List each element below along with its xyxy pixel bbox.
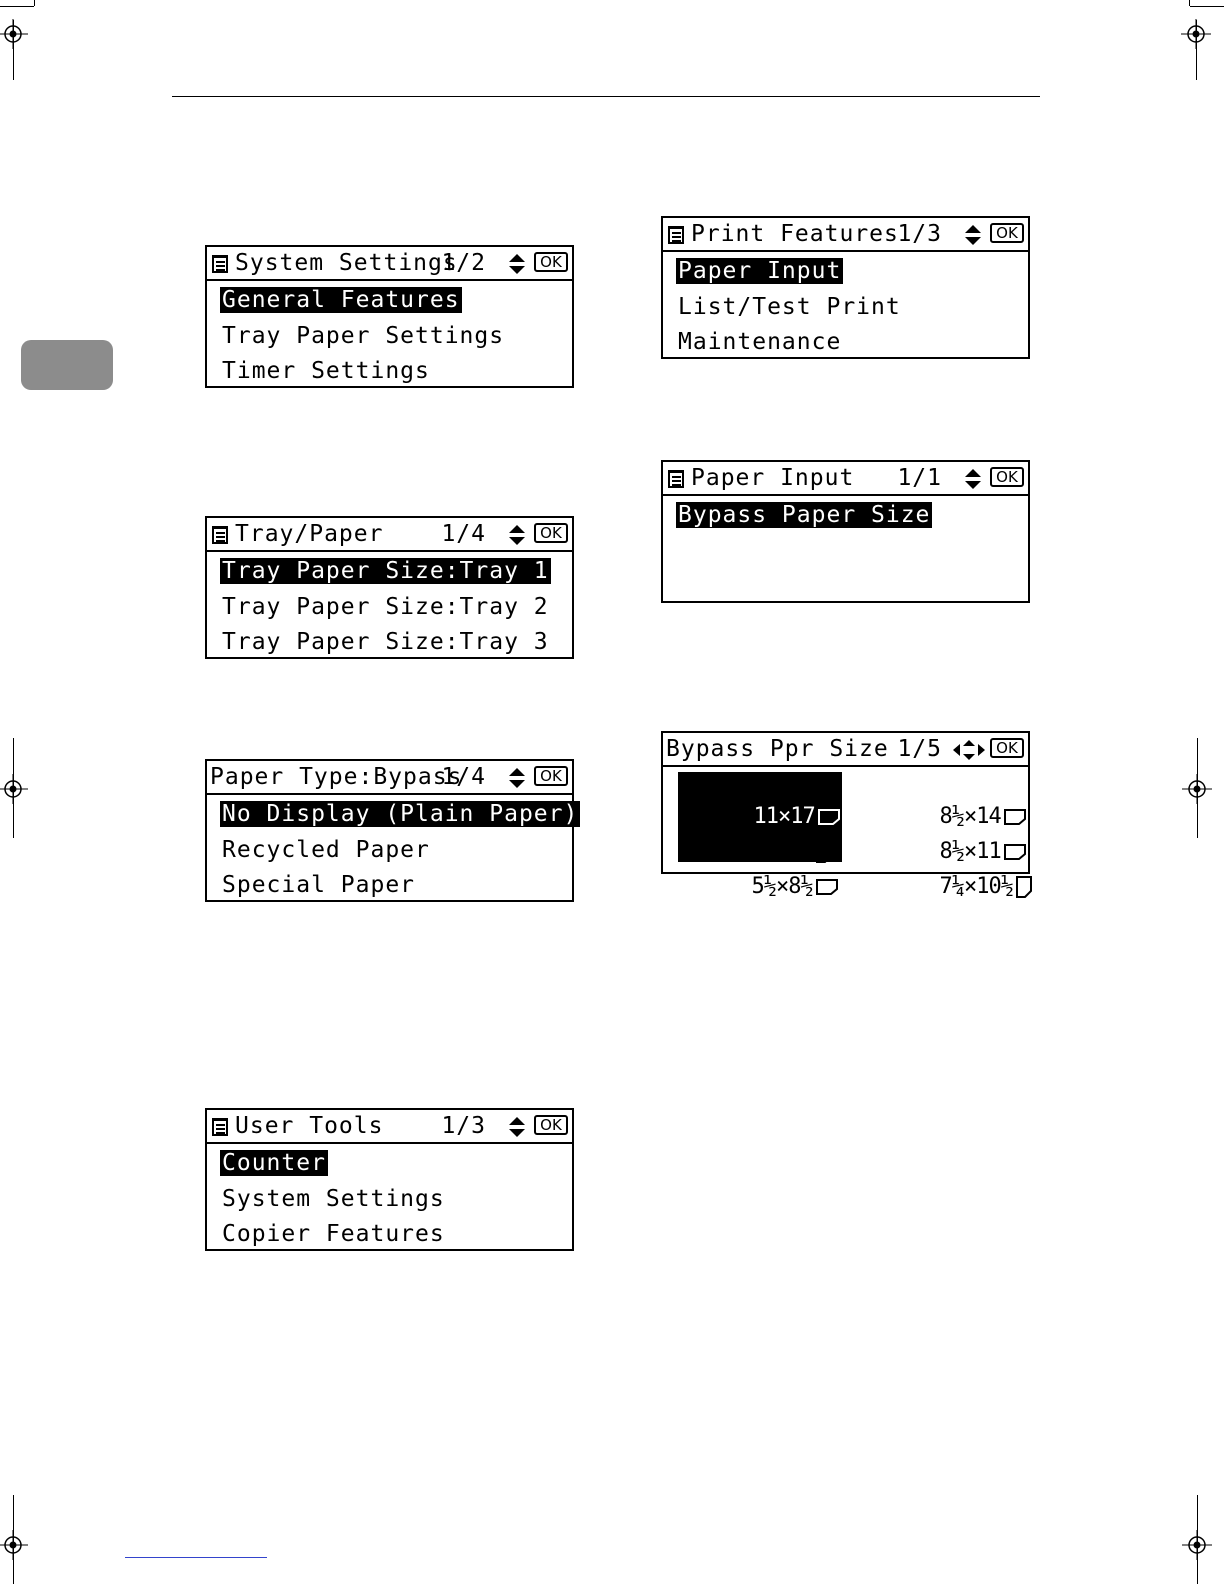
menu-item-tray-2[interactable]: Tray Paper Size:Tray 2 <box>222 593 549 620</box>
lcd-title: System Settings <box>235 250 458 276</box>
menu-item-paper-input[interactable]: Paper Input <box>676 258 844 284</box>
page-indicator: 1/4 <box>441 521 486 547</box>
lcd-paper-type: Paper Type:Bypass 1/4 OK No Display (Pla… <box>205 759 581 902</box>
lcd-bypass-paper-size: Bypass Ppr Size 1/5 OK 11×17 8½×14 8½×11… <box>661 731 1032 899</box>
menu-document-icon <box>212 526 228 544</box>
lcd-title: Bypass Ppr Size <box>666 736 889 762</box>
menu-document-icon <box>212 1118 228 1136</box>
crop-mark <box>1190 6 1224 7</box>
size-option-8.5x11-landscape[interactable]: 8½×11 <box>866 807 1026 897</box>
menu-item-tray-paper-settings[interactable]: Tray Paper Settings <box>222 322 505 349</box>
page-indicator: 1/3 <box>897 221 942 247</box>
header-rule <box>172 96 1040 97</box>
menu-document-icon <box>668 470 684 488</box>
lcd-title: User Tools <box>235 1113 384 1139</box>
size-option-7.25x10.5[interactable]: 7¼×10½ <box>866 842 1032 932</box>
ok-key-icon: OK <box>534 523 568 543</box>
crop-mark <box>13 20 14 80</box>
lcd-title-bar: Paper Input 1/1 OK <box>663 462 1028 496</box>
paper-size-grid: 11×17 8½×14 8½×11 8½×11 5½×8½ 7¼×10½ <box>663 767 1032 899</box>
lcd-paper-input: Paper Input 1/1 OK Bypass Paper Size <box>661 460 1030 603</box>
menu-item-no-display[interactable]: No Display (Plain Paper) <box>220 801 581 827</box>
crop-mark <box>34 0 35 6</box>
footer-link-rule <box>125 1557 267 1558</box>
landscape-orientation-icon <box>1003 809 1026 825</box>
lcd-title-bar: User Tools 1/3 OK <box>207 1110 572 1144</box>
registration-mark-icon <box>0 1530 28 1560</box>
landscape-orientation-icon <box>817 809 840 825</box>
ok-key-icon: OK <box>534 1115 568 1135</box>
menu-item-maintenance[interactable]: Maintenance <box>678 329 842 355</box>
menu-item-tray-3[interactable]: Tray Paper Size:Tray 3 <box>222 629 549 655</box>
ok-key-icon: OK <box>990 223 1024 243</box>
lcd-title: Print Features <box>691 221 899 247</box>
up-down-arrow-icon <box>965 469 981 489</box>
up-down-arrow-icon <box>509 525 525 545</box>
menu-item-timer-settings[interactable]: Timer Settings <box>222 358 430 384</box>
chapter-tab <box>21 340 113 390</box>
registration-mark-icon <box>0 19 28 49</box>
menu-item-list-test-print[interactable]: List/Test Print <box>678 293 901 320</box>
lcd-title: Tray/Paper <box>235 521 384 547</box>
menu-item-recycled-paper[interactable]: Recycled Paper <box>222 836 430 863</box>
page-indicator: 1/1 <box>897 465 942 491</box>
menu-item-bypass-paper-size[interactable]: Bypass Paper Size <box>676 502 933 528</box>
size-option-5.5x8.5[interactable]: 5½×8½ <box>678 842 838 932</box>
ok-key-icon: OK <box>990 738 1024 758</box>
size-option-8.5x14[interactable]: 8½×14 <box>866 772 1026 862</box>
ok-key-icon: OK <box>534 252 568 272</box>
crop-mark <box>1196 20 1197 80</box>
menu-document-icon <box>212 255 228 273</box>
portrait-orientation-icon <box>1015 876 1032 898</box>
landscape-orientation-icon <box>815 879 838 895</box>
up-down-arrow-icon <box>509 254 525 274</box>
menu-item-special-paper[interactable]: Special Paper <box>222 872 416 898</box>
page-indicator: 1/4 <box>441 764 486 790</box>
crop-mark <box>0 6 34 7</box>
lcd-user-tools: User Tools 1/3 OK Counter System Setting… <box>205 1108 574 1251</box>
lcd-system-settings: System Settings 1/2 OK General Features … <box>205 245 574 388</box>
lcd-title: Paper Input <box>691 465 855 491</box>
landscape-orientation-icon <box>1003 844 1026 860</box>
lcd-print-features: Print Features 1/3 OK Paper Input List/T… <box>661 216 1030 359</box>
page-indicator: 1/5 <box>897 736 942 762</box>
up-down-arrow-icon <box>509 768 525 788</box>
lcd-title-bar: System Settings 1/2 OK <box>207 247 572 281</box>
menu-document-icon <box>668 226 684 244</box>
page-indicator: 1/3 <box>441 1113 486 1139</box>
size-option-8.5x11-portrait[interactable]: 8½×11 <box>678 807 832 897</box>
up-down-arrow-icon <box>509 1117 525 1137</box>
lcd-title-bar: Tray/Paper 1/4 OK <box>207 518 572 552</box>
menu-item-tray-1[interactable]: Tray Paper Size:Tray 1 <box>220 558 551 584</box>
lcd-title: Paper Type:Bypass <box>210 764 463 790</box>
ok-key-icon: OK <box>534 766 568 786</box>
lcd-title-bar: Paper Type:Bypass 1/4 OK <box>207 761 572 795</box>
menu-item-counter[interactable]: Counter <box>220 1150 328 1176</box>
four-way-arrow-icon <box>953 740 985 760</box>
menu-item-general-features[interactable]: General Features <box>220 287 462 313</box>
menu-item-system-settings[interactable]: System Settings <box>222 1185 445 1212</box>
lcd-title-bar: Print Features 1/3 OK <box>663 218 1028 252</box>
registration-mark-icon <box>1182 1530 1212 1560</box>
registration-mark-icon <box>1181 19 1211 49</box>
ok-key-icon: OK <box>990 467 1024 487</box>
registration-mark-icon <box>1182 774 1212 804</box>
up-down-arrow-icon <box>965 225 981 245</box>
crop-mark <box>1189 0 1190 6</box>
lcd-tray-paper: Tray/Paper 1/4 OK Tray Paper Size:Tray 1… <box>205 516 574 659</box>
portrait-orientation-icon <box>815 841 832 863</box>
size-option-11x17[interactable]: 11×17 <box>678 772 842 862</box>
menu-item-copier-features[interactable]: Copier Features <box>222 1221 445 1247</box>
lcd-title-bar: Bypass Ppr Size 1/5 OK <box>663 733 1028 767</box>
page-indicator: 1/2 <box>441 250 486 276</box>
registration-mark-icon <box>0 774 28 804</box>
